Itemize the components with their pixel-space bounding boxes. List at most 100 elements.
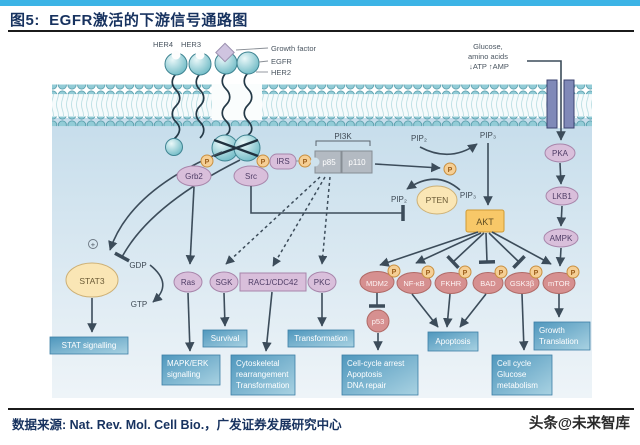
node-akt [465,209,505,233]
akt-fanout [379,231,552,270]
node-pkc [307,271,337,293]
growth-factor-diamond [215,42,235,63]
pip2-top-label: PIP₂ [411,134,427,143]
svg-text:Cytoskeletal rearrangeme: Cytoskeletal rearrangement Transformatio… [236,359,291,390]
src-inhibit-pten [250,186,405,221]
svg-text:AMPK: AMPK [550,234,573,243]
svg-text:P: P [205,159,210,166]
pip2-to-pip3-arrow [419,143,478,156]
membrane-gap [212,84,262,120]
svg-text:P: P [392,269,397,276]
pi3k-to-pkc-dashed [318,176,331,265]
svg-text:p53: p53 [372,317,385,326]
dimer-squiggle-right [243,72,253,136]
svg-text:GSK3β: GSK3β [510,279,535,288]
outcome-transformation [287,329,355,348]
node-mdm2 [359,271,395,293]
node-p110 [341,150,373,174]
her3-squiggle [195,73,205,139]
phospho-badge-pip: P [443,162,457,176]
p85-label: p85 [322,158,336,167]
node-pka [544,143,576,163]
her4-kinase-ball [165,138,183,156]
dimer-squiggle-left [221,72,231,136]
stimulus-line: Glucose, [473,42,503,51]
stimulus-line: amino acids [468,52,508,61]
node-ras [173,271,203,293]
svg-text:P: P [534,270,539,277]
her2-label: HER2 [271,68,291,77]
pip3-pten-label: PIP₃ [460,191,476,200]
svg-text:NF-κB: NF-κB [403,279,424,288]
outcome-cellcycle [491,354,553,396]
svg-text:Survival: Survival [211,334,240,343]
svg-text:P: P [303,159,308,166]
receptor-side-labels: Growth factor EGFR HER2 [235,44,317,77]
p85-notch [310,157,320,167]
footer-divider [8,408,634,410]
node-irs [269,153,297,170]
ras-label: Ras [181,278,195,287]
her4-cup-notch [171,50,181,60]
sgk-arrow [219,292,230,327]
svg-text:+: + [91,240,96,249]
pip2-pten-label: PIP₂ [391,195,407,204]
src-label: Src [245,172,257,181]
dimer-cross [213,138,259,158]
outcome-growth [533,321,591,351]
outcome-arrest [341,354,419,396]
outcome-apoptosis [427,331,479,352]
akt-label: AKT [476,217,494,227]
pi3k-label: PI3K [334,132,352,141]
outcome-cytoskeletal [230,354,296,396]
stimulus-arrow [527,60,566,141]
her4-label: HER4 [153,40,173,49]
watermark-brand: 头条@未来智库 [528,416,630,432]
stimulus-line: ↓ATP ↑AMP [469,62,509,71]
node-ampk [543,228,579,248]
node-gsk3b [504,272,540,294]
phospho-badge-irs-left: P [256,154,270,168]
receptor-dimer-egfr-her2 [207,42,264,162]
dimer-cup-her2 [236,51,260,75]
receptor-to-stat3-inhibit [114,159,241,263]
node-fkhr [434,272,468,294]
svg-text:LKB1: LKB1 [552,192,572,201]
phospho-badges-substrates: P P P P P P [387,264,580,279]
data-source: 数据来源: Nat. Rev. Mol. Cell Bio.，广发证券发展研究中… [12,414,342,433]
title-divider [8,30,634,32]
grb2-label: Grb2 [185,172,203,181]
irs-label: IRS [276,157,289,166]
rac1-arrow [262,291,273,352]
rac1-label: RAC1/CDC42 [248,278,298,287]
ras-arrow [184,292,195,352]
ampk-to-mtor-arrow [555,247,566,267]
svg-text:STAT signalling: STAT signalling [62,341,117,350]
nfkb-to-apoptosis [411,293,439,328]
bad-to-apoptosis [459,293,487,328]
node-sgk [209,271,239,293]
svg-text:Apoptosis: Apoptosis [435,337,470,346]
growth-factor-label: Growth factor [271,44,317,53]
grb2-to-ras-arrow [185,186,196,265]
node-nfkb [396,272,432,294]
receptor-her4: HER4 [153,40,188,156]
gtp-label: GTP [131,300,147,309]
svg-text:Growth Translation: Growth Translation [539,326,578,346]
node-pten [416,185,458,215]
svg-text:Glucose, amino acids: Glucose, amino acids ↓ATP ↑AMP [468,42,510,71]
stat3-label: STAT3 [79,276,104,286]
svg-text:P: P [571,270,576,277]
svg-text:P: P [426,270,431,277]
svg-text:Transformation: Transformation [294,334,348,343]
svg-text:Cell-cycle arrest Apopto: Cell-cycle arrest Apoptosis DNA repair [347,359,407,390]
pten-label: PTEN [426,195,449,205]
node-lkb1 [545,186,579,206]
gsk3b-arrow [518,293,529,351]
fkhr-to-apoptosis [443,293,453,328]
outcome-mapk [161,354,221,386]
figure-title: 图5: EGFR激活的下游信号通路图 [10,12,248,29]
akt-substrates: MDM2 NF-κB FKHR BAD GSK3β mTOR P P P P P… [359,264,580,294]
